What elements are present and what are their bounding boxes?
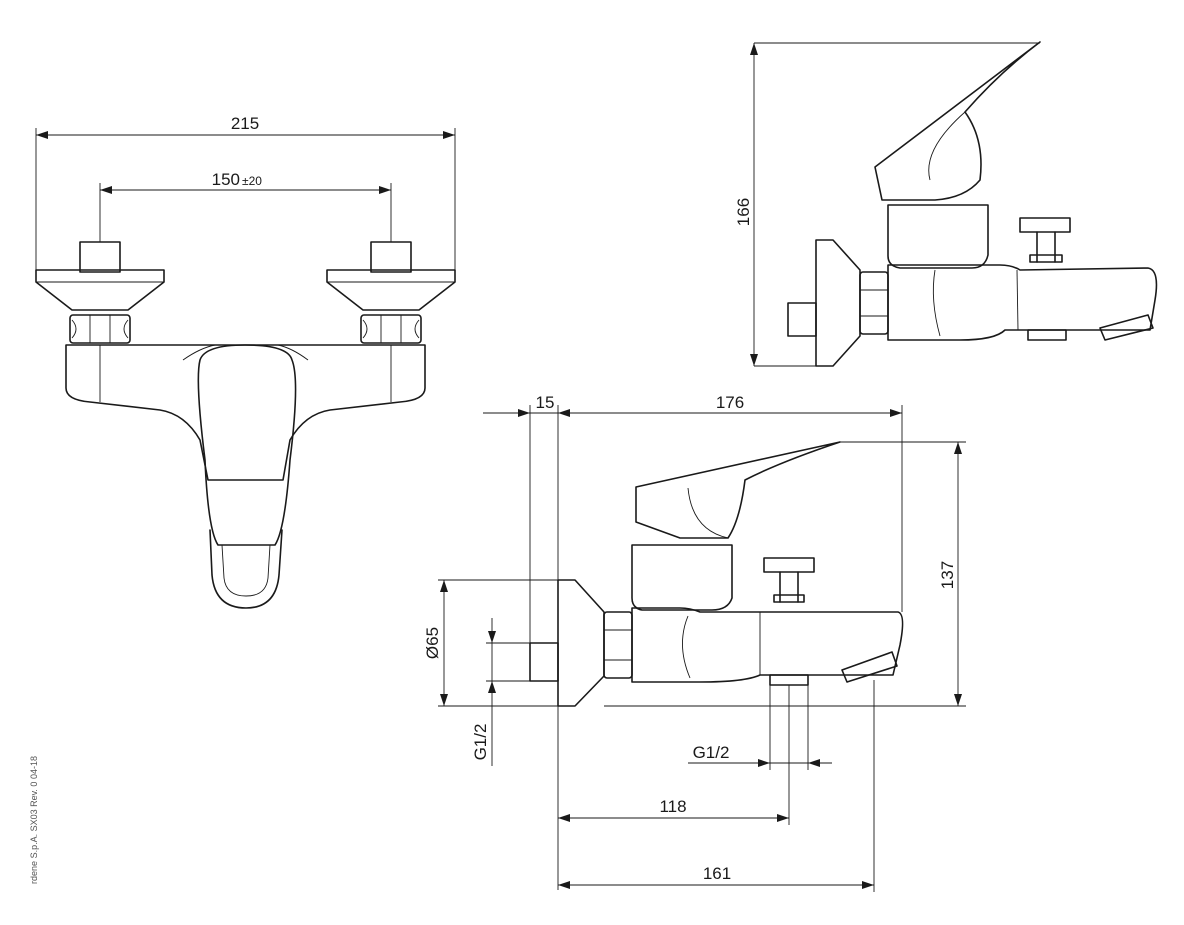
- dim-body-height: 137: [938, 561, 957, 589]
- dim-plate-diameter: Ø65: [423, 627, 442, 659]
- main-side-view: 15 176 137 Ø65 G1/2 G1/2: [423, 393, 966, 892]
- dim-side-height: 166: [734, 198, 753, 226]
- dim-wall-plate-thickness: 15: [536, 393, 555, 412]
- side-view: 166: [734, 41, 1158, 367]
- dim-centre-tolerance: ±20: [242, 174, 262, 188]
- dim-body-depth: 176: [716, 393, 744, 412]
- dim-centre-distance: 150: [212, 170, 240, 189]
- dim-overall-width: 215: [231, 114, 259, 133]
- dim-outlet-thread: G1/2: [693, 743, 730, 762]
- revision-label: rdene S.p.A. SX03 Rev. 0 04-18: [29, 756, 39, 884]
- front-view: 215 150 ±20: [35, 114, 456, 609]
- dim-inlet-thread: G1/2: [471, 724, 490, 761]
- dim-outlet-distance: 118: [659, 797, 686, 816]
- dim-spout-reach: 161: [703, 864, 731, 883]
